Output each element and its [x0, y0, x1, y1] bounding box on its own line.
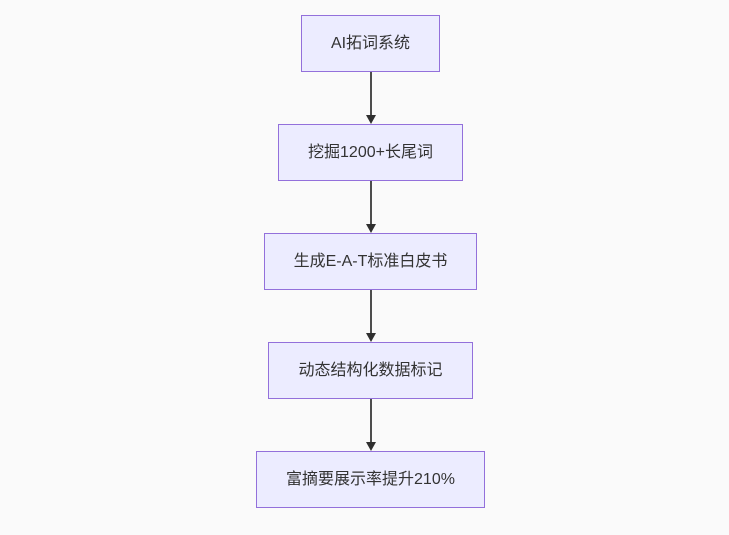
flow-arrow — [364, 399, 378, 451]
arrow-line — [369, 290, 372, 340]
flow-arrow — [364, 181, 378, 233]
flow-arrow — [364, 72, 378, 124]
flowchart: AI拓词系统 挖掘1200+长尾词 生成E-A-T标准白皮书 动态结构化数据标记… — [6, 15, 729, 508]
arrow-line — [369, 72, 372, 122]
arrowhead-down-icon — [365, 224, 376, 233]
flow-arrow — [364, 290, 378, 342]
arrow-line — [369, 181, 372, 231]
flowchart-node: 挖掘1200+长尾词 — [278, 124, 463, 181]
arrowhead-down-icon — [365, 115, 376, 124]
arrowhead-down-icon — [365, 333, 376, 342]
flowchart-node: 富摘要展示率提升210% — [256, 451, 485, 508]
flowchart-node: 生成E-A-T标准白皮书 — [263, 233, 478, 290]
flowchart-node: AI拓词系统 — [300, 15, 441, 72]
arrow-line — [369, 399, 372, 449]
arrowhead-down-icon — [365, 442, 376, 451]
flowchart-node: 动态结构化数据标记 — [268, 342, 473, 399]
